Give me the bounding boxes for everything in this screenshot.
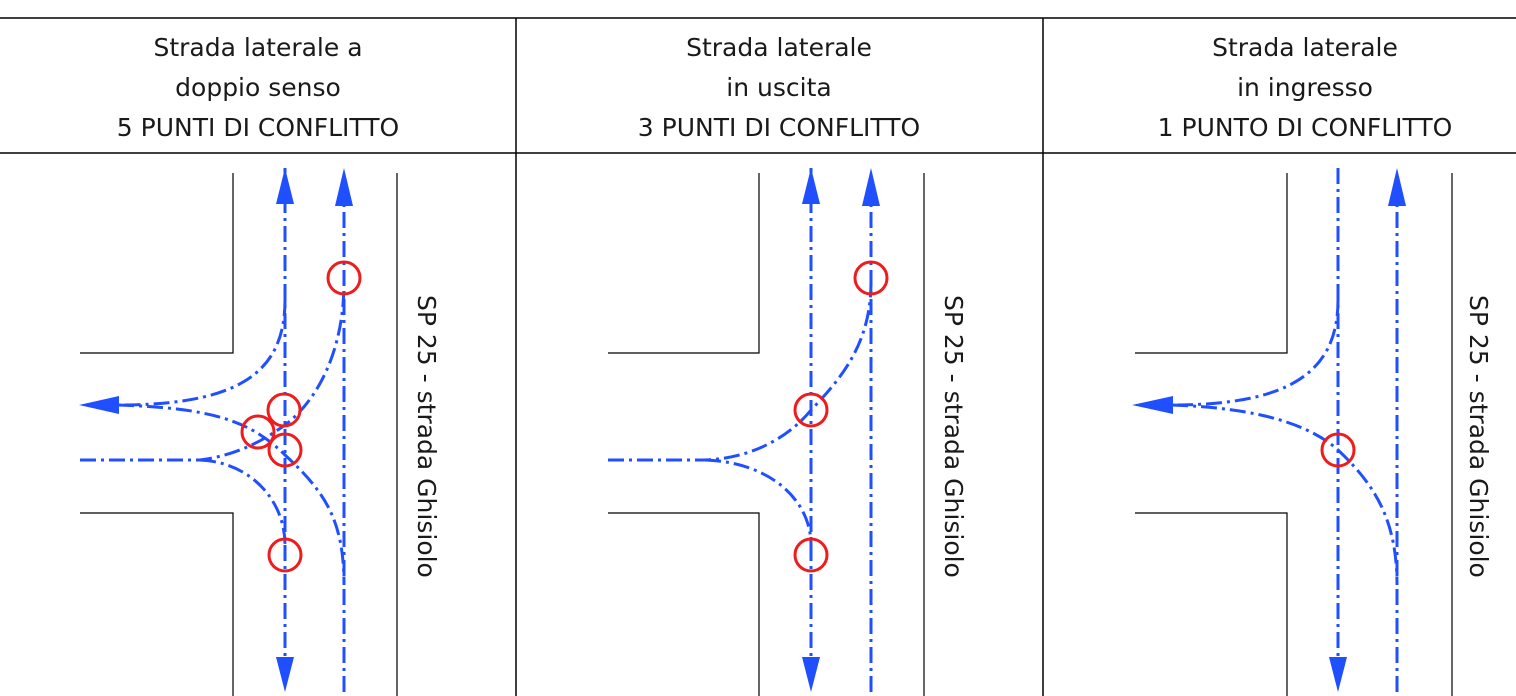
conflict-point (267, 537, 303, 573)
arrow-down-icon (276, 657, 294, 692)
arrow-up-icon (1388, 168, 1406, 206)
flow-left-turn-out (608, 281, 873, 462)
header-line-2: in ingresso (1237, 73, 1373, 102)
road-label: SP 25 - strada Ghisiolo (412, 295, 441, 578)
header-line-1: Strada laterale (1212, 33, 1398, 62)
header-line-2: in uscita (726, 73, 831, 102)
panel-exit: Strada laterale in uscita 3 PUNTI DI CON… (608, 33, 968, 696)
conflict-point (793, 392, 829, 428)
conflict-point (1320, 432, 1356, 468)
conflict-points (1320, 432, 1356, 468)
flow-right-turn-in (117, 403, 346, 586)
header-line-2: doppio senso (175, 73, 341, 102)
header-line-1: Strada laterale (686, 33, 872, 62)
traffic-flows (608, 168, 880, 692)
flow-right-turn-out (704, 458, 813, 546)
arrow-left-icon (79, 396, 119, 414)
header-line-3: 1 PUNTO DI CONFLITTO (1158, 113, 1453, 142)
panel-entry: Strada laterale in ingresso 1 PUNTO DI C… (1132, 33, 1493, 696)
conflict-point (240, 414, 276, 450)
header-line-3: 5 PUNTI DI CONFLITTO (117, 113, 399, 142)
flow-right-turn-out (199, 458, 287, 546)
header-line-1: Strada laterale a (153, 33, 362, 62)
arrow-up-icon (802, 168, 820, 204)
flow-left-turn-out (80, 281, 346, 462)
traffic-flows (79, 168, 353, 692)
flow-left-turn-in (1171, 299, 1340, 407)
road-edges (1135, 173, 1453, 696)
flow-left-turn-in (117, 299, 287, 407)
arrow-down-icon (802, 657, 820, 692)
road-edges (80, 173, 398, 696)
kerb-upper (608, 173, 760, 354)
panel-header: Strada laterale a doppio senso 5 PUNTI D… (117, 33, 399, 142)
flow-right-turn-in (1171, 403, 1399, 586)
conflict-point (793, 537, 829, 573)
conflict-points (793, 260, 889, 573)
arrow-down-icon (1329, 657, 1347, 692)
traffic-flows (1132, 168, 1406, 692)
panel-two-way: Strada laterale a doppio senso 5 PUNTI D… (79, 33, 441, 696)
panel-header: Strada laterale in ingresso 1 PUNTO DI C… (1158, 33, 1453, 142)
road-label: SP 25 - strada Ghisiolo (1464, 295, 1493, 578)
panel-header: Strada laterale in uscita 3 PUNTI DI CON… (638, 33, 920, 142)
conflict-points (240, 260, 362, 573)
kerb-upper (80, 173, 234, 354)
conflict-point (266, 392, 302, 428)
arrow-up-icon (335, 168, 353, 206)
table-frame (0, 17, 1516, 696)
kerb-lower (80, 512, 234, 696)
kerb-lower (1135, 512, 1288, 696)
header-line-3: 3 PUNTI DI CONFLITTO (638, 113, 920, 142)
road-label: SP 25 - strada Ghisiolo (939, 295, 968, 578)
arrow-up-icon (276, 168, 294, 204)
arrow-up-icon (862, 168, 880, 206)
conflict-point (267, 432, 303, 468)
conflict-point (326, 260, 362, 296)
kerb-lower (608, 512, 760, 696)
road-edges (608, 173, 925, 696)
kerb-upper (1135, 173, 1288, 354)
arrow-left-icon (1132, 396, 1173, 414)
conflict-point (853, 260, 889, 296)
